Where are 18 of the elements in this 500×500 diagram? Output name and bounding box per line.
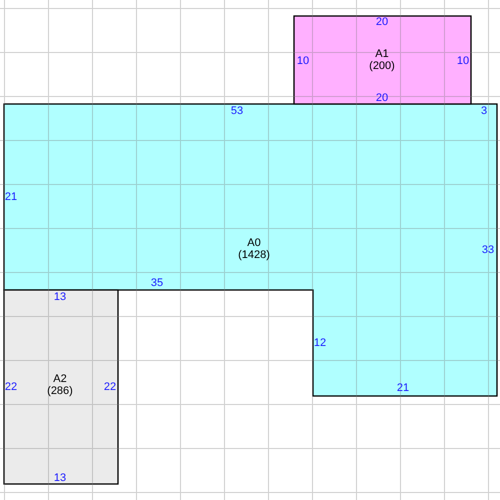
side-length: 22 (104, 381, 116, 393)
side-length: 35 (150, 277, 164, 289)
side-length: 13 (54, 291, 66, 303)
room-name: A2 (286) (47, 373, 73, 397)
side-length: 12 (314, 337, 326, 349)
side-length: 22 (4, 381, 18, 393)
side-length: 20 (376, 16, 388, 28)
room-name: A1 (200) (369, 48, 395, 72)
side-length: 20 (376, 92, 388, 104)
side-length: 53 (230, 105, 244, 117)
side-length: 3 (480, 105, 488, 117)
side-length: 13 (54, 472, 66, 484)
side-length: 10 (456, 55, 470, 67)
side-length: 10 (296, 55, 310, 67)
room-name: A0 (1428) (238, 237, 270, 261)
side-length: 21 (4, 191, 18, 203)
side-length: 33 (482, 244, 494, 256)
side-length: 21 (396, 382, 410, 394)
